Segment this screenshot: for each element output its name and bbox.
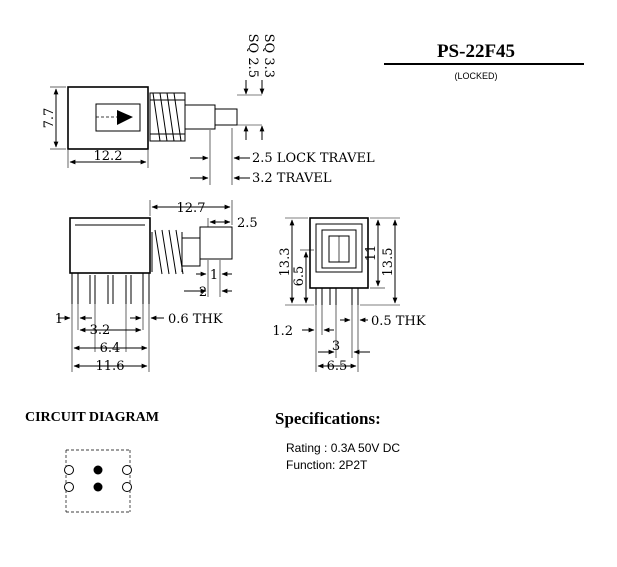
dim-side-2: 2 bbox=[199, 285, 207, 300]
specifications: Specifications: Rating : 0.3A 50V DC Fun… bbox=[275, 409, 400, 472]
dim-end-6-5-horiz: 6.5 bbox=[327, 359, 348, 374]
part-header: PS-22F45 (LOCKED) bbox=[384, 41, 584, 81]
dim-end-13-3: 13.3 bbox=[278, 248, 293, 277]
dim-sq-2-5: SQ 2.5 bbox=[245, 34, 260, 78]
dim-lock-travel: 2.5 LOCK TRAVEL bbox=[252, 151, 375, 166]
dim-side-body: 12.7 bbox=[177, 201, 206, 216]
part-subtitle: (LOCKED) bbox=[454, 71, 497, 81]
spec-function: Function: 2P2T bbox=[286, 458, 368, 472]
circuit-diagram: CIRCUIT DIAGRAM bbox=[25, 410, 159, 513]
dim-end-1-2: 1.2 bbox=[272, 324, 293, 339]
circuit-title: CIRCUIT DIAGRAM bbox=[25, 410, 159, 425]
contact-left-bottom bbox=[64, 482, 74, 492]
dim-end-6-5-vert: 6.5 bbox=[292, 266, 307, 287]
end-view: 13.3 6.5 11 13.5 1.2 0.5 THK 3 6.5 bbox=[272, 217, 426, 374]
top-view-window bbox=[95, 103, 141, 132]
dim-end-3: 3 bbox=[332, 339, 340, 354]
top-view-body bbox=[67, 86, 149, 150]
dim-sq-3-3: SQ 3.3 bbox=[261, 34, 276, 78]
side-view: 12.7 2.5 1 2 1 0.6 THK 3.2 6.4 11.6 bbox=[55, 200, 258, 374]
dim-end-11: 11 bbox=[364, 245, 379, 262]
dim-end-13-5: 13.5 bbox=[381, 248, 396, 277]
end-view-body bbox=[309, 217, 369, 289]
top-view-spring bbox=[149, 92, 186, 142]
dim-side-total: 11.6 bbox=[96, 359, 125, 374]
side-view-button bbox=[199, 226, 233, 260]
dim-travel: 3.2 TRAVEL bbox=[252, 171, 332, 186]
contact-center-top bbox=[93, 465, 103, 475]
dim-side-span: 6.4 bbox=[100, 341, 121, 356]
specifications-title: Specifications: bbox=[275, 409, 381, 428]
dim-side-button: 2.5 bbox=[237, 216, 258, 231]
dim-side-1: 1 bbox=[210, 268, 218, 283]
dim-side-thk: 0.6 THK bbox=[168, 312, 223, 327]
contact-left-top bbox=[64, 465, 74, 475]
dim-side-pitch: 3.2 bbox=[90, 323, 111, 338]
spec-rating: Rating : 0.3A 50V DC bbox=[286, 441, 400, 455]
dim-end-thk: 0.5 THK bbox=[371, 314, 426, 329]
part-number-title: PS-22F45 bbox=[437, 41, 515, 62]
top-view: 12.2 7.7 SQ 2.5 SQ 3.3 2.5 LOCK TRAVEL 3… bbox=[42, 34, 375, 186]
dim-side-pin: 1 bbox=[55, 312, 63, 327]
side-view-spring bbox=[151, 229, 184, 275]
top-view-plunger bbox=[184, 104, 216, 130]
triangle-mark bbox=[117, 110, 133, 125]
dim-top-height: 7.7 bbox=[42, 108, 57, 129]
contact-center-bottom bbox=[93, 482, 103, 492]
contact-right-bottom bbox=[122, 482, 132, 492]
dim-top-width: 12.2 bbox=[94, 149, 123, 164]
side-view-body bbox=[69, 217, 151, 274]
contact-right-top bbox=[122, 465, 132, 475]
